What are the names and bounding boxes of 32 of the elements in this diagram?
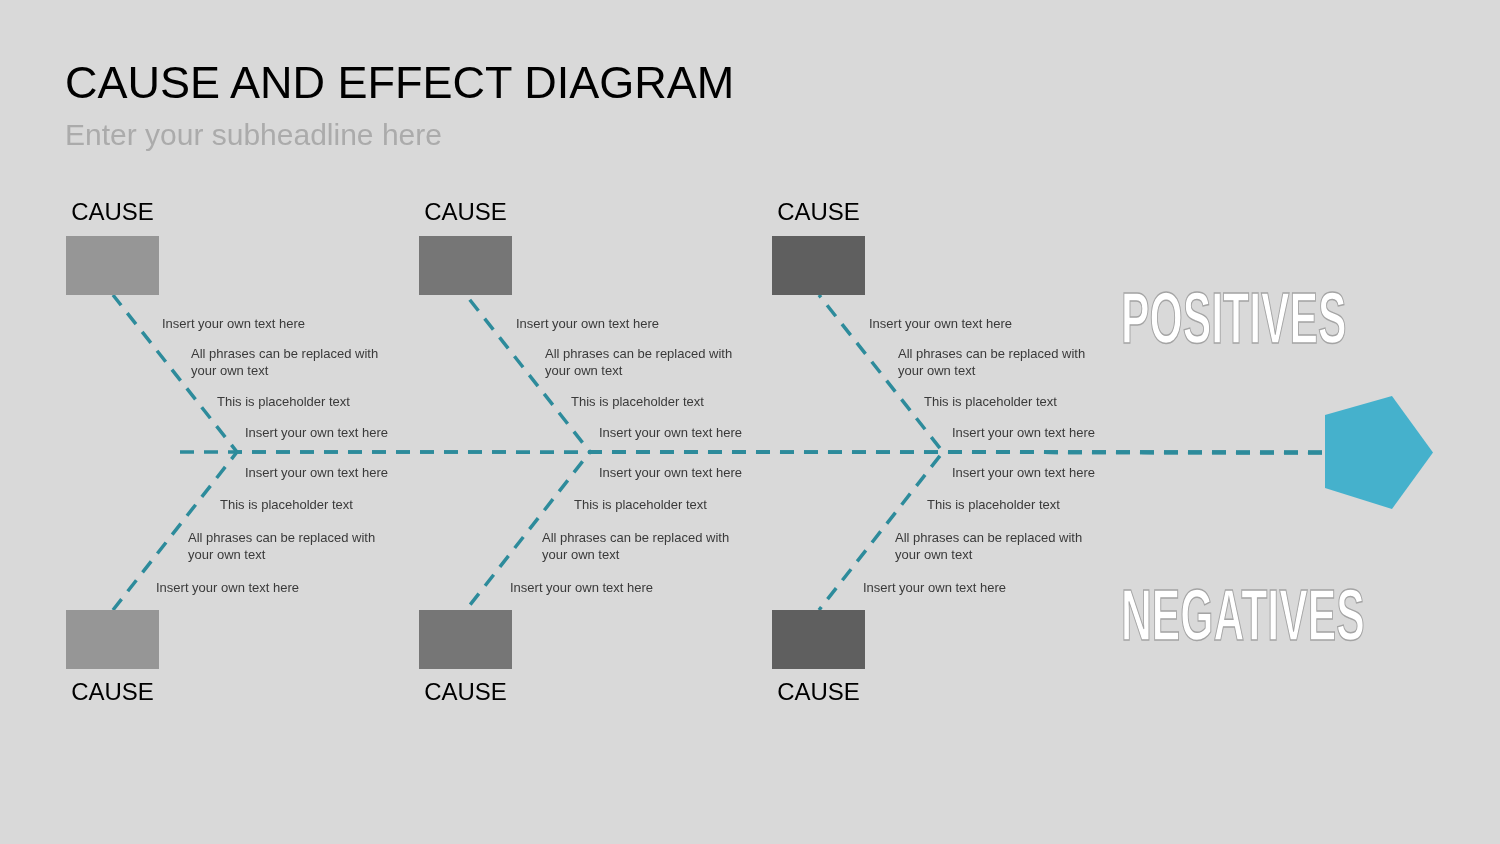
- title: CAUSE AND EFFECT DIAGRAM: [65, 60, 735, 105]
- cause-detail-text: Insert your own text here: [162, 315, 306, 332]
- cause-detail-text: Insert your own text here: [516, 315, 660, 332]
- cause-detail-text: Insert your own text here: [869, 315, 1013, 332]
- cause-detail-text: This is placeholder text: [217, 393, 350, 410]
- cause-detail-text: Insert your own text here: [863, 579, 1007, 596]
- cause-detail-text: This is placeholder text: [924, 393, 1057, 410]
- cause-heading: CAUSE: [424, 680, 507, 704]
- cause-detail-text: All phrases can be replaced with your own text: [542, 529, 731, 563]
- cause-heading: CAUSE: [71, 200, 154, 224]
- cause-detail-text: Insert your own text here: [952, 424, 1096, 441]
- cause-heading: CAUSE: [71, 680, 154, 704]
- cause-detail-text: Insert your own text here: [245, 424, 389, 441]
- cause-heading: CAUSE: [777, 680, 860, 704]
- cause-heading: CAUSE: [424, 200, 507, 224]
- cause-detail-text: Insert your own text here: [510, 579, 654, 596]
- cause-detail-text: All phrases can be replaced with your own text: [898, 345, 1087, 379]
- connector-line: [817, 450, 1325, 612]
- cause-detail-text: This is placeholder text: [927, 496, 1060, 513]
- cause-detail-text: All phrases can be replaced with your own text: [191, 345, 380, 379]
- cause-detail-text: Insert your own text here: [599, 424, 743, 441]
- cause-detail-text: Insert your own text here: [156, 579, 300, 596]
- cause-detail-text: All phrases can be replaced with your own text: [545, 345, 734, 379]
- cause-detail-text: Insert your own text here: [245, 464, 389, 481]
- cause-detail-text: All phrases can be replaced with your own text: [895, 529, 1084, 563]
- cause-detail-text: This is placeholder text: [220, 496, 353, 513]
- cause-detail-text: This is placeholder text: [574, 496, 707, 513]
- cause-detail-text: All phrases can be replaced with your own text: [188, 529, 377, 563]
- cause-detail-text: Insert your own text here: [599, 464, 743, 481]
- cause-detail-text: Insert your own text here: [952, 464, 1096, 481]
- cause-detail-text: This is placeholder text: [571, 393, 704, 410]
- cause-heading: CAUSE: [777, 200, 860, 224]
